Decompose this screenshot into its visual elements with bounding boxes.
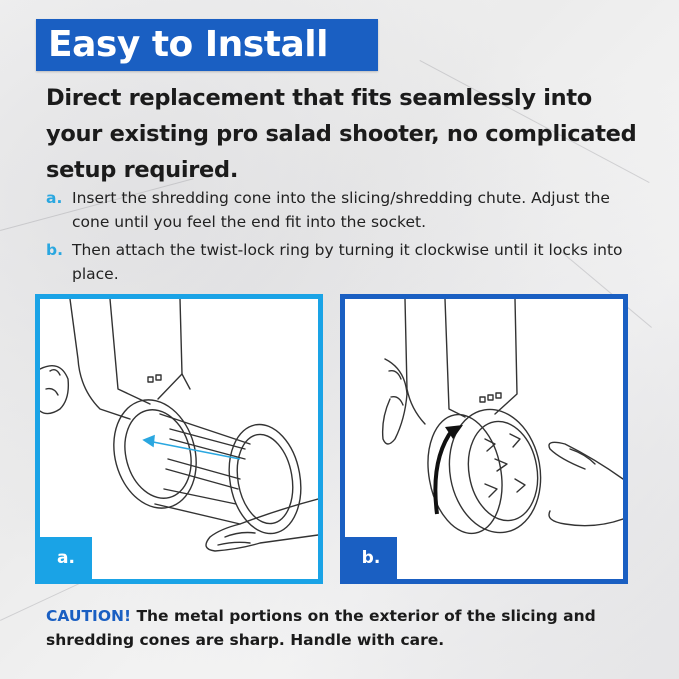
headline: Direct replacement that fits seamlessly … (46, 85, 637, 183)
caution-text: The metal portions on the exterior of th… (46, 607, 596, 649)
step-text: Then attach the twist-lock ring by turni… (72, 241, 623, 283)
panel-b-twist-lock: b. (340, 294, 628, 584)
panel-a-insert-cone: a. (35, 294, 323, 584)
caution-note: CAUTION! The metal portions on the exter… (46, 604, 646, 652)
title-banner: Easy to Install (36, 19, 378, 71)
caution-label: CAUTION! (46, 607, 132, 625)
step-text: Insert the shredding cone into the slici… (72, 189, 610, 231)
panel-label-b: b. (345, 537, 397, 579)
step-letter: b. (46, 241, 63, 259)
page-title: Easy to Install (48, 24, 328, 65)
insert-cone-illustration (40, 299, 318, 552)
panel-label-a: a. (40, 537, 92, 579)
step-letter: a. (46, 189, 63, 207)
twist-lock-ring-illustration (381, 299, 623, 535)
